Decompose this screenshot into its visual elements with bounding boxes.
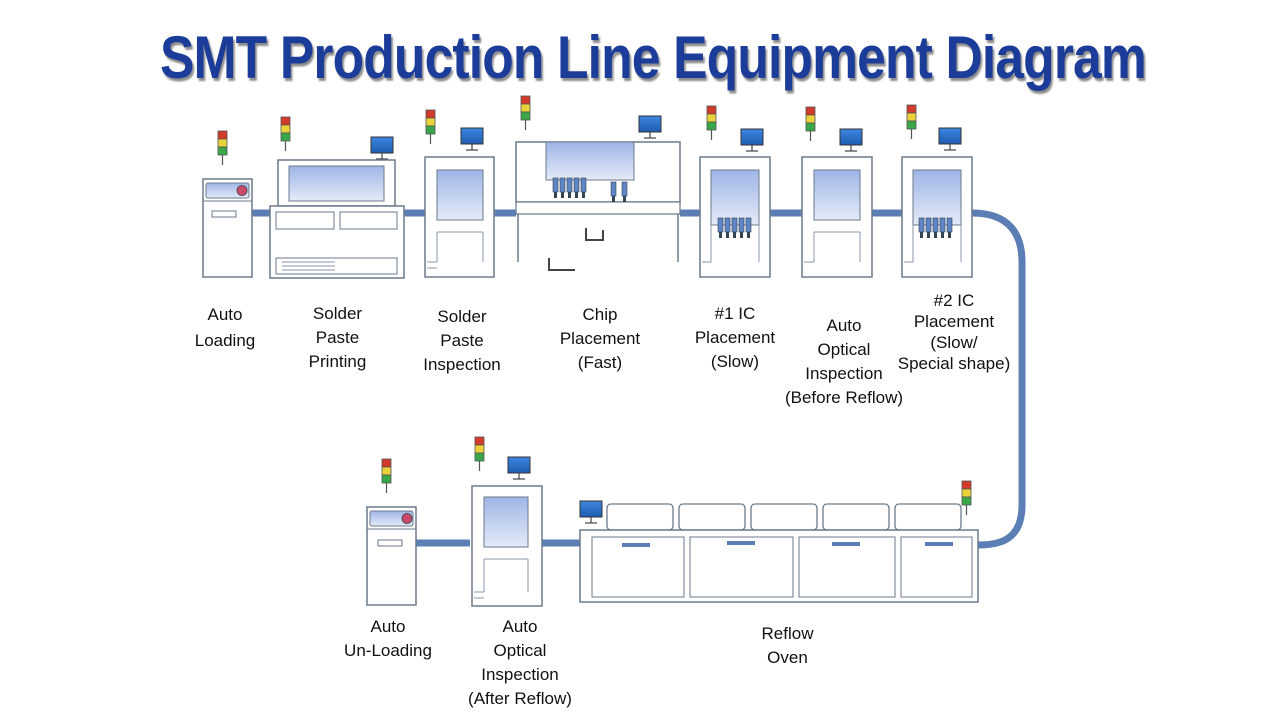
signal-light-icon xyxy=(961,480,972,516)
signal-light-icon xyxy=(706,105,717,141)
monitor-icon xyxy=(460,127,484,151)
machine-ic-placement-1 xyxy=(699,105,771,278)
machine-solder-paste-inspection xyxy=(424,109,495,278)
signal-light-icon xyxy=(381,458,392,494)
monitor-icon xyxy=(638,115,662,139)
signal-light-icon xyxy=(906,104,917,140)
monitor-icon xyxy=(370,136,394,160)
machine-reflow-oven xyxy=(579,480,979,603)
monitor-icon xyxy=(839,128,863,152)
monitor-icon xyxy=(579,500,603,524)
machine-auto-loading xyxy=(202,130,253,278)
monitor-icon xyxy=(938,127,962,151)
machine-chip-placement xyxy=(515,95,681,271)
machine-aoi-before-reflow xyxy=(801,106,873,278)
machine-aoi-after-reflow xyxy=(471,436,543,607)
signal-light-icon xyxy=(805,106,816,142)
monitor-icon xyxy=(740,128,764,152)
conveyor-lines xyxy=(252,209,1026,549)
monitor-icon xyxy=(507,456,531,480)
signal-light-icon xyxy=(425,109,436,145)
signal-light-icon xyxy=(280,116,291,152)
machine-auto-unloading xyxy=(366,458,417,606)
signal-light-icon xyxy=(474,436,485,472)
signal-light-icon xyxy=(520,95,531,131)
machine-ic-placement-2 xyxy=(901,104,973,278)
machine-solder-paste-printing xyxy=(269,116,405,279)
signal-light-icon xyxy=(217,130,228,166)
